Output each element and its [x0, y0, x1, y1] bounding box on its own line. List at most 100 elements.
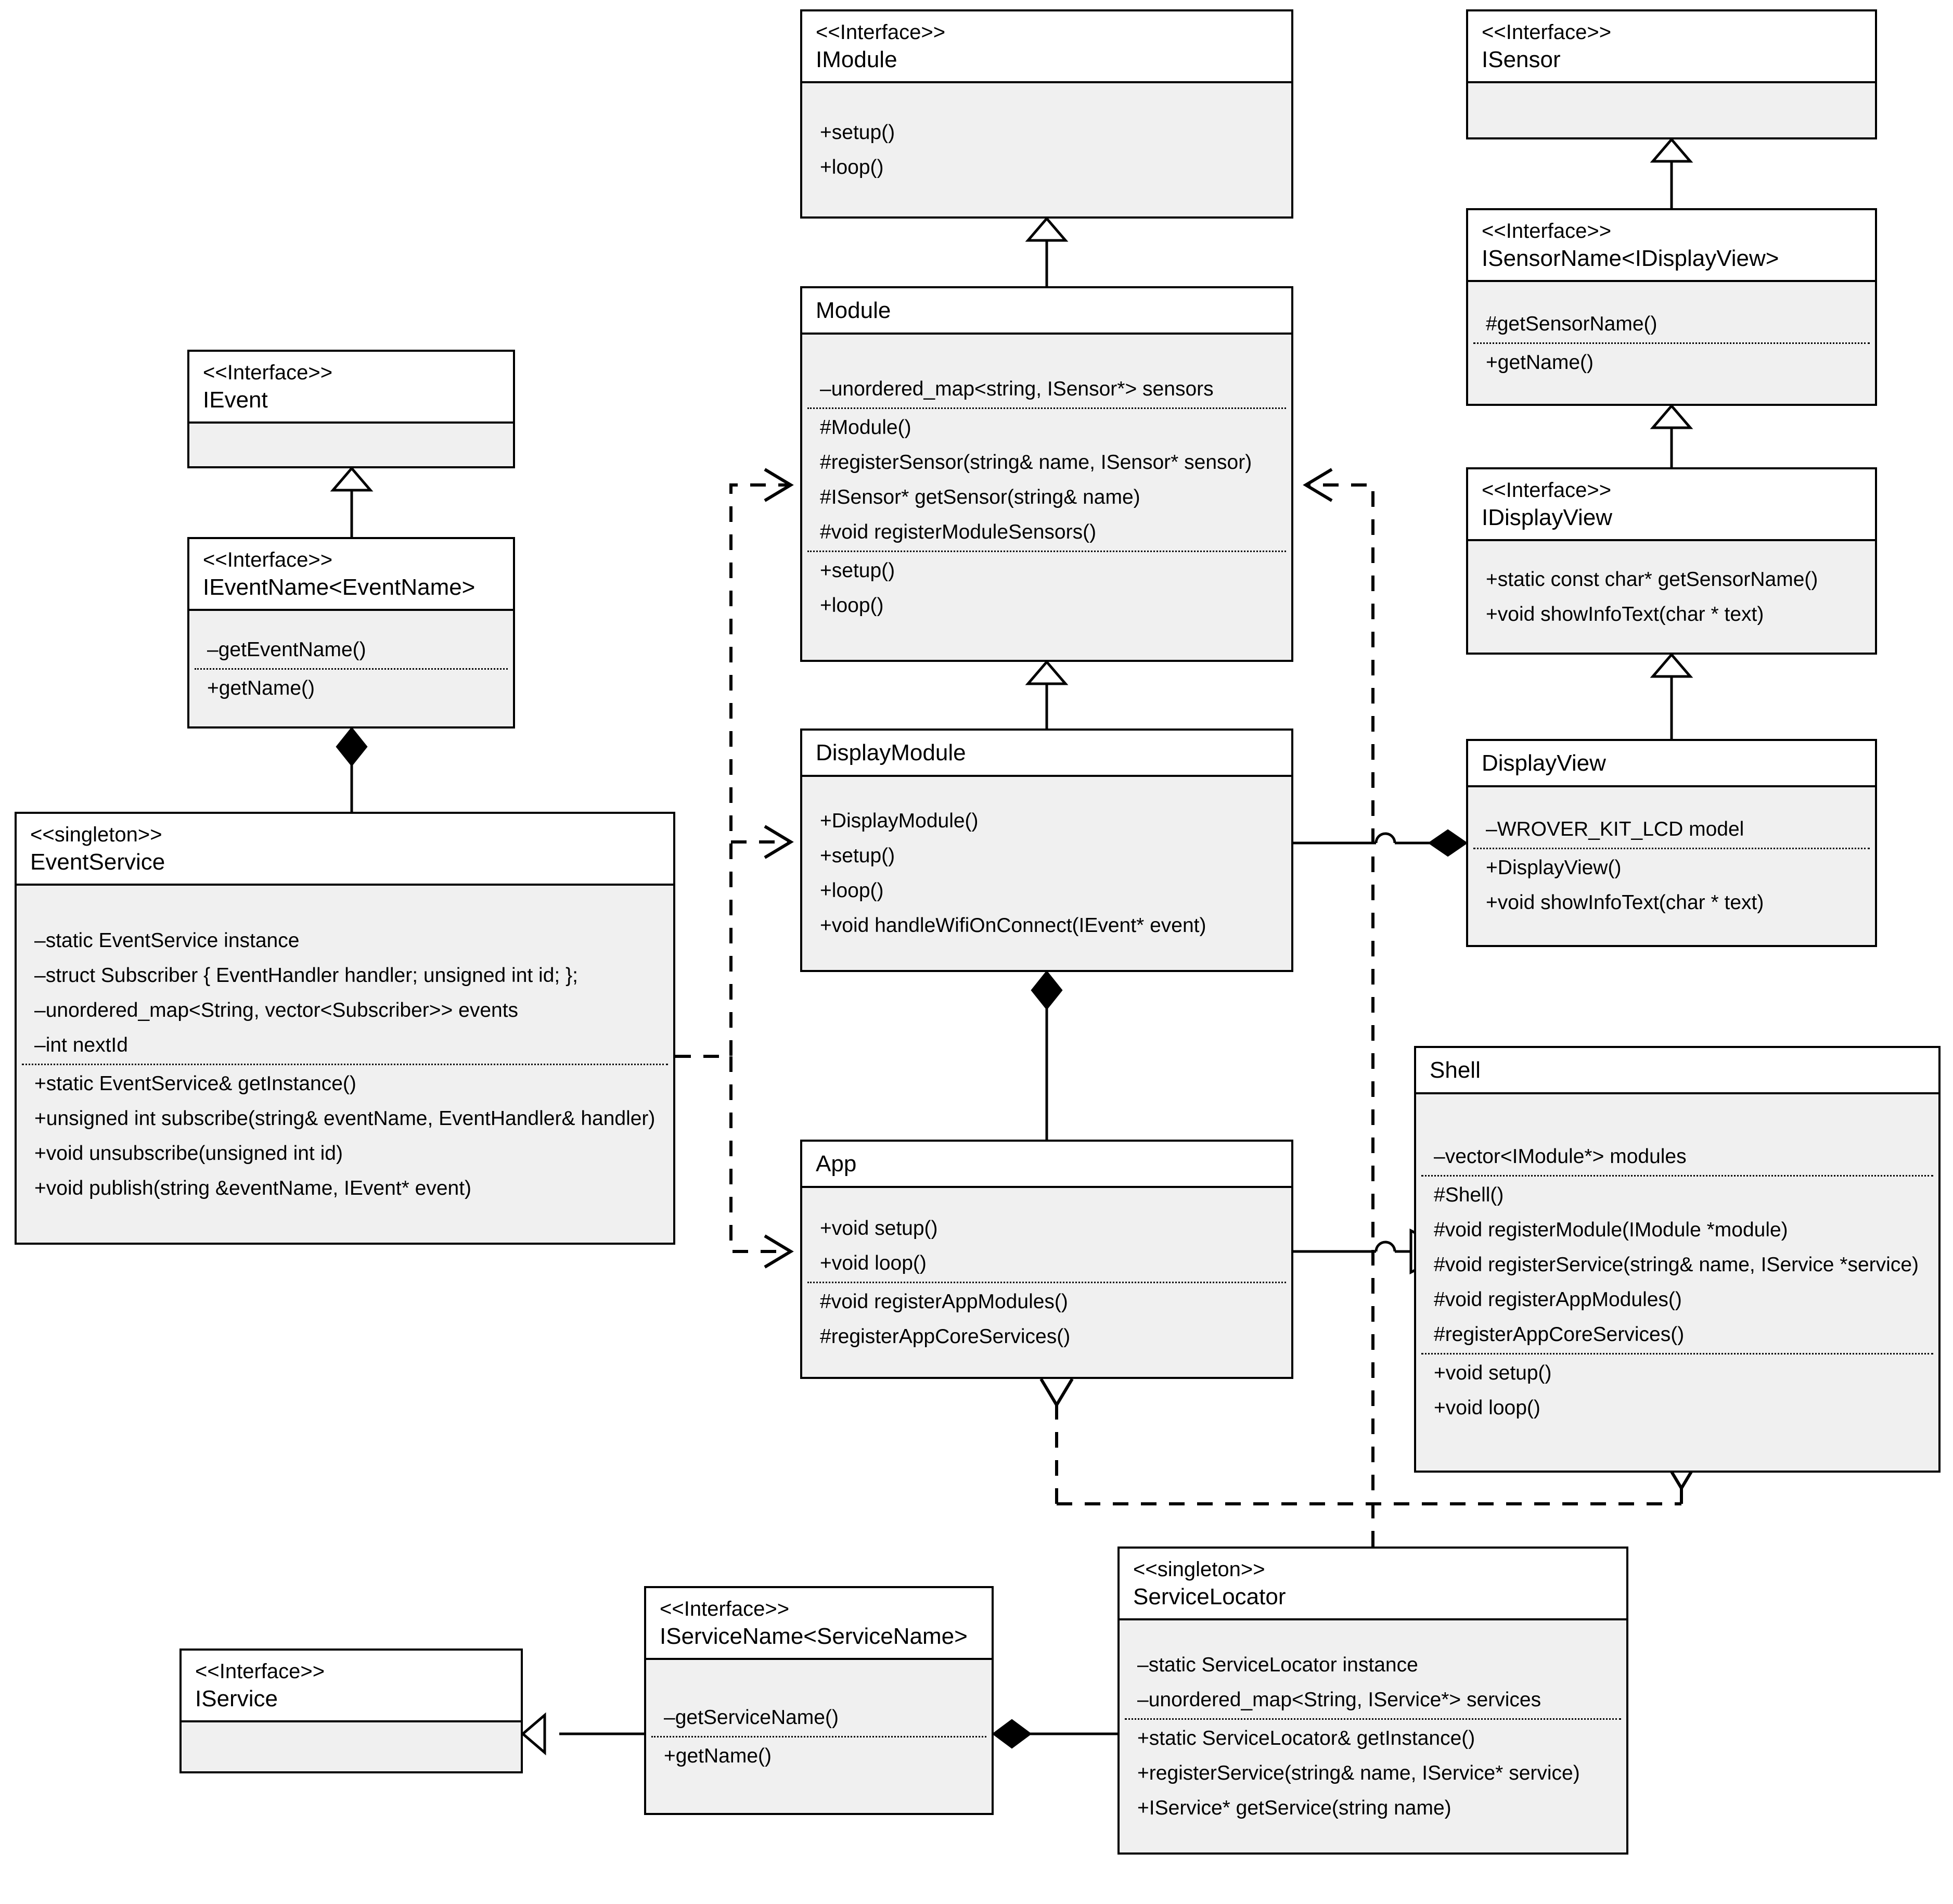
- class-stereotype: <<Interface>>: [195, 1660, 325, 1683]
- class-box-iservice[interactable]: <<Interface>> IService: [179, 1649, 523, 1773]
- operation-item: #void registerModuleSensors(): [820, 520, 1097, 543]
- operation-item: +DisplayModule(): [820, 810, 979, 833]
- class-header: <<singleton>> ServiceLocator: [1120, 1549, 1626, 1619]
- class-stereotype: <<singleton>>: [1133, 1558, 1265, 1581]
- class-box-displaymodule[interactable]: DisplayModule +DisplayModule() +setup() …: [800, 729, 1293, 972]
- attribute-item: –struct Subscriber { EventHandler handle…: [34, 964, 578, 987]
- inner-divider: [1473, 342, 1870, 344]
- compartment-divider: [802, 774, 1291, 777]
- members-compartment: +void setup() +void loop() #void registe…: [802, 1187, 1291, 1377]
- compartment-divider: [1416, 1092, 1938, 1094]
- inner-divider: [1473, 848, 1870, 850]
- class-box-ieventname[interactable]: <<Interface>> IEventName<EventName> –get…: [187, 537, 515, 729]
- members-compartment-empty: [1468, 83, 1875, 137]
- members-compartment: –unordered_map<string, ISensor*> sensors…: [802, 334, 1291, 660]
- class-header: Module: [802, 288, 1291, 333]
- compartment-divider: [802, 81, 1291, 84]
- operation-item: #void registerService(string& name, ISer…: [1434, 1254, 1919, 1276]
- operation-item: +loop(): [820, 594, 884, 617]
- operation-item: +static ServiceLocator& getInstance(): [1137, 1727, 1475, 1750]
- class-box-module[interactable]: Module –unordered_map<string, ISensor*> …: [800, 286, 1293, 662]
- compartment-divider: [1120, 1618, 1626, 1621]
- class-name: IModule: [816, 46, 897, 72]
- compartment-divider: [1468, 280, 1875, 283]
- class-name: ISensorName<IDisplayView>: [1482, 245, 1779, 271]
- operation-item: +DisplayView(): [1486, 857, 1622, 879]
- class-header: DisplayView: [1468, 741, 1875, 785]
- attribute-item: –vector<IModule*> modules: [1434, 1145, 1687, 1168]
- operations-compartment: +setup() +loop(): [802, 83, 1291, 216]
- class-box-iservicename[interactable]: <<Interface>> IServiceName<ServiceName> …: [644, 1586, 994, 1815]
- compartment-divider: [646, 1658, 992, 1660]
- attribute-item: –WROVER_KIT_LCD model: [1486, 818, 1744, 841]
- operation-item: +getName(): [664, 1744, 772, 1767]
- members-compartment: #getSensorName() +getName(): [1468, 282, 1875, 404]
- operation-item: #void registerModule(IModule *module): [1434, 1219, 1788, 1242]
- class-box-servicelocator[interactable]: <<singleton>> ServiceLocator –static Ser…: [1117, 1547, 1628, 1855]
- class-name: IEventName<EventName>: [203, 574, 476, 600]
- class-name: ISensor: [1482, 46, 1561, 72]
- rel-iservicename-to-iservice: [521, 1712, 644, 1756]
- compartment-divider: [189, 609, 513, 611]
- class-box-app[interactable]: App +void setup() +void loop() #void reg…: [800, 1140, 1293, 1379]
- operation-item: +setup(): [820, 559, 895, 582]
- rel-ieventname-to-ievent: [330, 466, 374, 537]
- class-name: Module: [816, 298, 891, 323]
- class-box-eventservice[interactable]: <<singleton>> EventService –static Event…: [15, 812, 675, 1245]
- operation-item: #void registerAppModules(): [1434, 1288, 1682, 1311]
- operation-item: +IService* getService(string name): [1137, 1797, 1451, 1820]
- operation-item: +void setup(): [820, 1217, 938, 1239]
- operation-item: +void unsubscribe(unsigned int id): [34, 1142, 343, 1165]
- operations-compartment: +static const char* getSensorName() +voi…: [1468, 541, 1875, 653]
- class-box-idisplayview[interactable]: <<Interface>> IDisplayView +static const…: [1466, 467, 1877, 655]
- class-box-isensorname[interactable]: <<Interface>> ISensorName<IDisplayView> …: [1466, 208, 1877, 406]
- members-compartment: –getServiceName() +getName(): [646, 1660, 992, 1813]
- class-header: <<Interface>> IEvent: [189, 352, 513, 422]
- class-stereotype: <<Interface>>: [816, 21, 946, 44]
- class-header: <<Interface>> IService: [182, 1651, 521, 1721]
- class-stereotype: <<Interface>>: [1482, 220, 1612, 242]
- operation-item: +unsigned int subscribe(string& eventNam…: [34, 1107, 656, 1130]
- class-box-imodule[interactable]: <<Interface>> IModule +setup() +loop(): [800, 9, 1293, 219]
- operation-item: +static const char* getSensorName(): [1486, 568, 1818, 591]
- operation-item: +getName(): [207, 676, 315, 699]
- operation-item: #getSensorName(): [1486, 312, 1658, 335]
- class-header: <<Interface>> ISensor: [1468, 11, 1875, 82]
- rel-module-to-imodule: [1025, 216, 1069, 286]
- operation-item: +registerService(string& name, IService*…: [1137, 1762, 1580, 1785]
- class-stereotype: <<singleton>>: [30, 823, 162, 846]
- class-name: Shell: [1430, 1057, 1481, 1083]
- members-compartment: –static EventService instance –struct Su…: [17, 886, 673, 1243]
- rel-displayview-to-idisplayview: [1650, 653, 1693, 739]
- class-stereotype: <<Interface>>: [203, 548, 333, 571]
- compartment-divider: [189, 421, 513, 424]
- members-compartment: –static ServiceLocator instance –unorder…: [1120, 1620, 1626, 1852]
- class-box-shell[interactable]: Shell –vector<IModule*> modules #Shell()…: [1414, 1046, 1941, 1473]
- class-name: IEvent: [203, 387, 268, 413]
- inner-divider: [1125, 1718, 1621, 1720]
- compartment-divider: [802, 1185, 1291, 1188]
- operation-item: +void showInfoText(char * text): [1486, 891, 1764, 914]
- operation-item: +setup(): [820, 845, 895, 867]
- members-compartment-empty: [182, 1722, 521, 1771]
- class-box-isensor[interactable]: <<Interface>> ISensor: [1466, 9, 1877, 139]
- inner-divider: [1421, 1175, 1933, 1177]
- operation-item: +void setup(): [1434, 1362, 1552, 1385]
- class-box-ievent[interactable]: <<Interface>> IEvent: [187, 350, 515, 468]
- operation-item: –getEventName(): [207, 638, 366, 661]
- inner-divider: [195, 668, 508, 670]
- class-header: <<Interface>> IServiceName<ServiceName>: [646, 1588, 992, 1658]
- operation-item: #Shell(): [1434, 1184, 1504, 1207]
- rel-eventservice-to-ieventname: [336, 726, 368, 812]
- operation-item: #registerAppCoreServices(): [820, 1325, 1071, 1348]
- class-header: App: [802, 1142, 1291, 1186]
- attribute-item: –static EventService instance: [34, 929, 300, 952]
- inner-divider: [651, 1735, 986, 1737]
- rel-app-to-displaymodule: [1031, 970, 1063, 1140]
- operation-item: +static EventService& getInstance(): [34, 1072, 356, 1095]
- class-stereotype: <<Interface>>: [660, 1598, 790, 1620]
- operation-item: +void loop(): [1434, 1397, 1540, 1420]
- class-header: DisplayModule: [802, 731, 1291, 775]
- class-box-displayview[interactable]: DisplayView –WROVER_KIT_LCD model +Displ…: [1466, 739, 1877, 947]
